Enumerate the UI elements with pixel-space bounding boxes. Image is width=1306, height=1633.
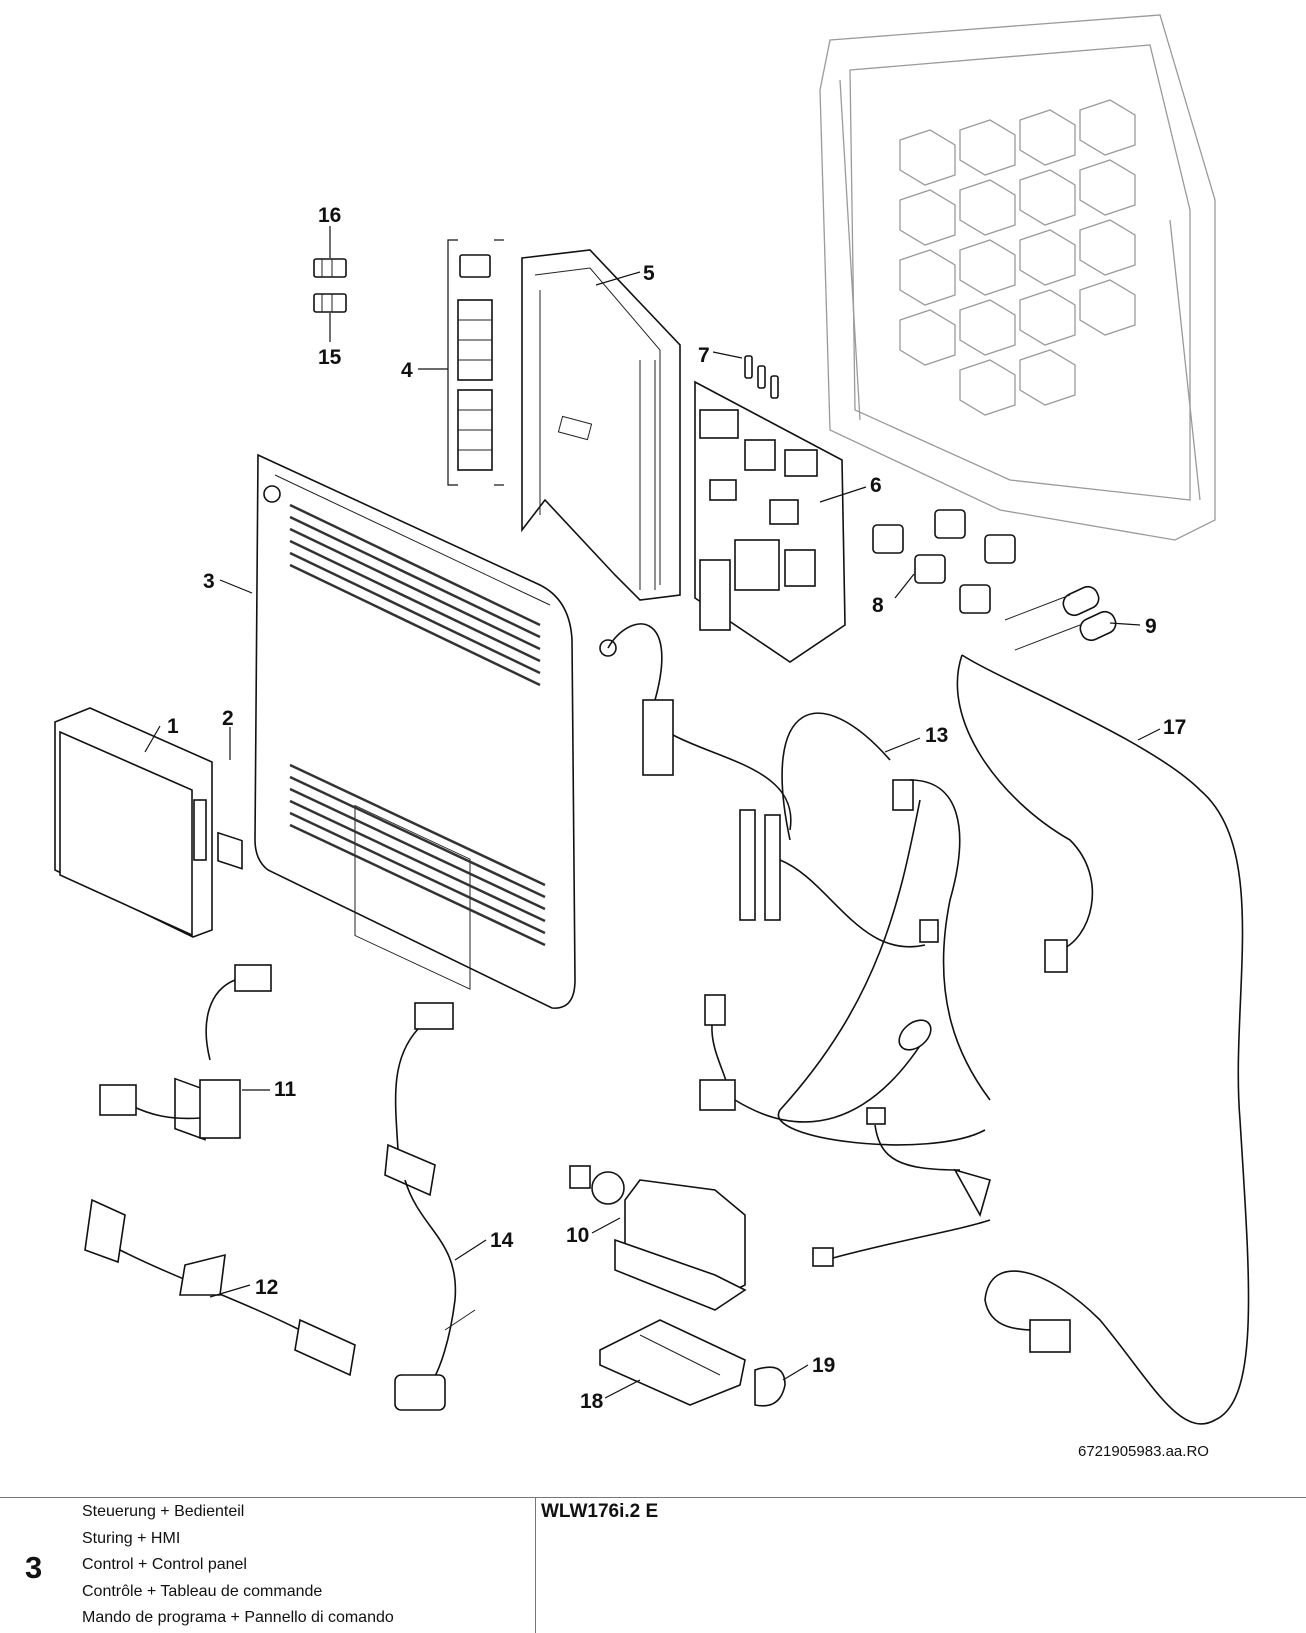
- sensor-cable-12: [84, 1198, 356, 1377]
- cable-17: [956, 654, 1250, 1425]
- section-title-nl: Sturing + HMI: [82, 1529, 181, 1547]
- connector-15: [313, 293, 347, 313]
- terminal-strip-4: [447, 239, 504, 486]
- callout-1: 1: [167, 715, 179, 738]
- callout-4: 4: [401, 359, 413, 382]
- section-title-de: Steuerung + Bedienteil: [82, 1503, 245, 1520]
- callout-8: 8: [872, 594, 884, 617]
- callout-2: 2: [222, 707, 234, 730]
- small-board-2: [217, 831, 243, 870]
- mounting-plate-18: [599, 1319, 746, 1406]
- sensor-cable-14: [384, 1002, 476, 1411]
- cable-clamps-8: [872, 509, 1016, 614]
- exploded-parts-drawing: 16 15 4 5 7 6 3 8 9 1 2 13 17 11 14 10 1…: [54, 14, 1250, 1425]
- callout-19: 19: [812, 1354, 835, 1377]
- callout-13: 13: [925, 724, 948, 747]
- callout-5: 5: [643, 262, 655, 285]
- model-name: WLW176i.2 E: [541, 1501, 659, 1522]
- front-panel-3: [254, 453, 576, 1009]
- callout-12: 12: [255, 1276, 278, 1299]
- sensor-cable-11: [99, 964, 272, 1141]
- section-number: 3: [25, 1550, 43, 1585]
- callout-18: 18: [580, 1390, 604, 1413]
- circuit-board-6: [694, 380, 846, 663]
- callout-15: 15: [318, 346, 342, 369]
- callout-9: 9: [1145, 615, 1157, 638]
- section-title-en: Control + Control panel: [82, 1556, 247, 1573]
- callout-11: 11: [274, 1078, 297, 1101]
- pins-7: [744, 355, 779, 399]
- callout-7: 7: [698, 344, 710, 367]
- section-title-list: Steuerung + Bedienteil Sturing + HMI Con…: [82, 1499, 394, 1632]
- connector-16: [313, 258, 347, 278]
- callout-14: 14: [490, 1229, 514, 1252]
- drawing-number: 6721905983.aa.RO: [1078, 1443, 1209, 1460]
- callout-16: 16: [318, 204, 341, 227]
- housing-part: [819, 14, 1216, 541]
- display-1: [54, 707, 213, 938]
- section-title-fr: Contrôle + Tableau de commande: [82, 1582, 323, 1600]
- callout-3: 3: [203, 570, 215, 593]
- footer-divider-horizontal: [0, 1497, 1306, 1498]
- cap-19: [754, 1366, 786, 1407]
- power-module-10: [569, 1165, 747, 1311]
- section-title-es-it: Mando de programa + Pannello di comando: [82, 1609, 394, 1626]
- module-cover-5: [521, 249, 681, 601]
- footer-divider-vertical: [535, 1497, 536, 1633]
- strain-relief-9: [1004, 585, 1117, 651]
- callout-6: 6: [870, 474, 882, 497]
- callout-10: 10: [566, 1224, 589, 1247]
- wiring-harness-13: [599, 623, 991, 1267]
- callout-17: 17: [1163, 716, 1186, 739]
